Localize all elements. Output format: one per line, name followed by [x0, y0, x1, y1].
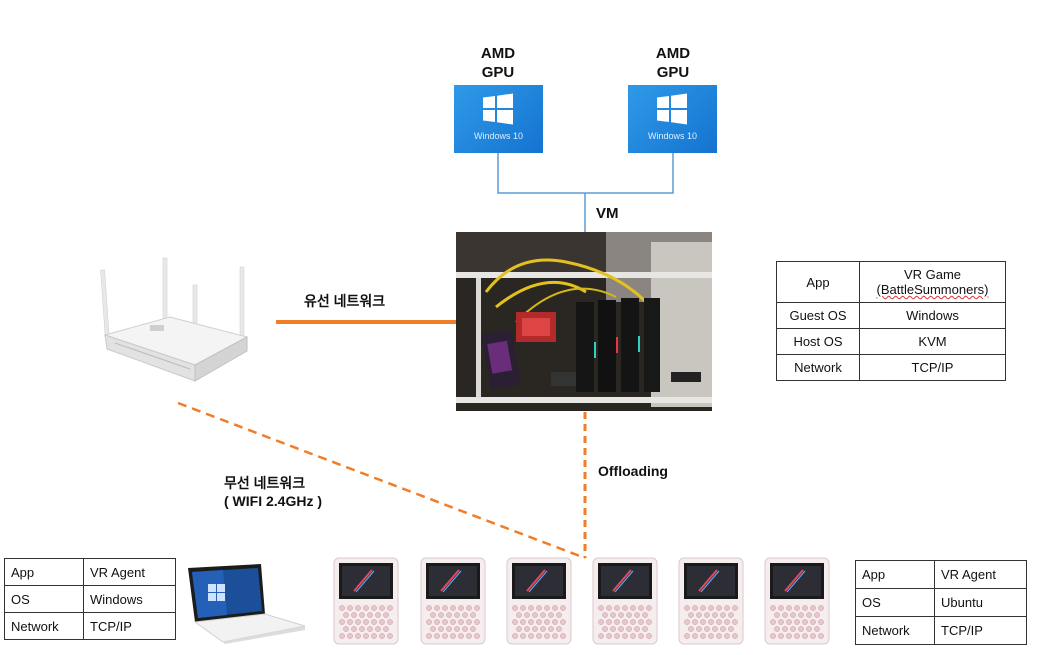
- table-value-app: VR Game (BattleSummoners): [859, 261, 1006, 303]
- gpu-label-1-line1: AMD: [480, 45, 516, 62]
- windows-logo-icon: [657, 93, 687, 125]
- windows10-tile-1: Windows 10: [454, 85, 543, 153]
- table-value-app-line1: VR Game: [903, 267, 962, 282]
- table-key-host-os: Host OS: [776, 328, 860, 355]
- table-key-network: Network: [4, 612, 84, 640]
- table-value-os: Windows: [83, 585, 176, 613]
- offloading-label: Offloading: [598, 463, 668, 479]
- table-value-guest-os: Windows: [859, 302, 1006, 329]
- handheld-device-image: [592, 557, 658, 645]
- windows10-text-1: Windows 10: [473, 131, 524, 141]
- laptop-image: [188, 564, 306, 644]
- gpu-server-rig-photo: [456, 232, 712, 411]
- gpu-label-2: AMD GPU: [633, 44, 713, 82]
- table-row: Network TCP/IP: [776, 354, 1006, 381]
- table-key-app: App: [855, 560, 935, 589]
- table-row: App VR Game (BattleSummoners): [776, 261, 1006, 303]
- windows10-text-2: Windows 10: [647, 131, 698, 141]
- table-key-os: OS: [4, 585, 84, 613]
- server-spec-table: App VR Game (BattleSummoners) Guest OS W…: [776, 261, 1006, 381]
- wired-network-label: 유선 네트워크: [304, 293, 386, 309]
- wireless-network-link: [177, 401, 586, 560]
- table-row: Network TCP/IP: [855, 616, 1027, 645]
- table-value-os: Ubuntu: [934, 588, 1027, 617]
- gpu-label-2-line2: GPU: [656, 64, 690, 81]
- table-key-app: App: [4, 558, 84, 586]
- table-key-os: OS: [855, 588, 935, 617]
- handheld-device-image: [764, 557, 830, 645]
- handheld-device-image: [678, 557, 744, 645]
- windows10-tile-2: Windows 10: [628, 85, 717, 153]
- vm-label: VM: [596, 205, 619, 222]
- table-row: Host OS KVM: [776, 328, 1006, 355]
- laptop-spec-table: App VR Agent OS Windows Network TCP/IP: [4, 558, 176, 640]
- table-value-host-os: KVM: [859, 328, 1006, 355]
- table-value-network: TCP/IP: [83, 612, 176, 640]
- table-value-app: VR Agent: [934, 560, 1027, 589]
- windows-logo-icon: [483, 93, 513, 125]
- gpu-connector: [497, 153, 674, 194]
- table-value-app-line2: (BattleSummoners): [876, 282, 989, 297]
- table-row: Network TCP/IP: [4, 612, 176, 640]
- wireless-network-label-line1: 무선 네트워크: [224, 475, 306, 491]
- handheld-device-image: [420, 557, 486, 645]
- table-key-guest-os: Guest OS: [776, 302, 860, 329]
- handheld-device-image: [506, 557, 572, 645]
- handheld-device-image: [333, 557, 399, 645]
- table-row: Guest OS Windows: [776, 302, 1006, 329]
- gpu-label-2-line1: AMD: [655, 45, 691, 62]
- table-row: App VR Agent: [855, 560, 1027, 589]
- device-spec-table: App VR Agent OS Ubuntu Network TCP/IP: [855, 560, 1027, 645]
- table-value-app: VR Agent: [83, 558, 176, 586]
- table-row: App VR Agent: [4, 558, 176, 586]
- table-key-network: Network: [855, 616, 935, 645]
- table-key-network: Network: [776, 354, 860, 381]
- wireless-network-label-line2: ( WIFI 2.4GHz ): [224, 493, 322, 509]
- table-row: OS Ubuntu: [855, 588, 1027, 617]
- gpu-label-1-line2: GPU: [481, 64, 515, 81]
- table-value-network: TCP/IP: [859, 354, 1006, 381]
- table-value-network: TCP/IP: [934, 616, 1027, 645]
- wireless-network-label: 무선 네트워크 ( WIFI 2.4GHz ): [224, 474, 322, 510]
- wifi-router-image: [100, 257, 249, 382]
- table-key-app: App: [776, 261, 860, 303]
- table-row: OS Windows: [4, 585, 176, 613]
- gpu-label-1: AMD GPU: [458, 44, 538, 82]
